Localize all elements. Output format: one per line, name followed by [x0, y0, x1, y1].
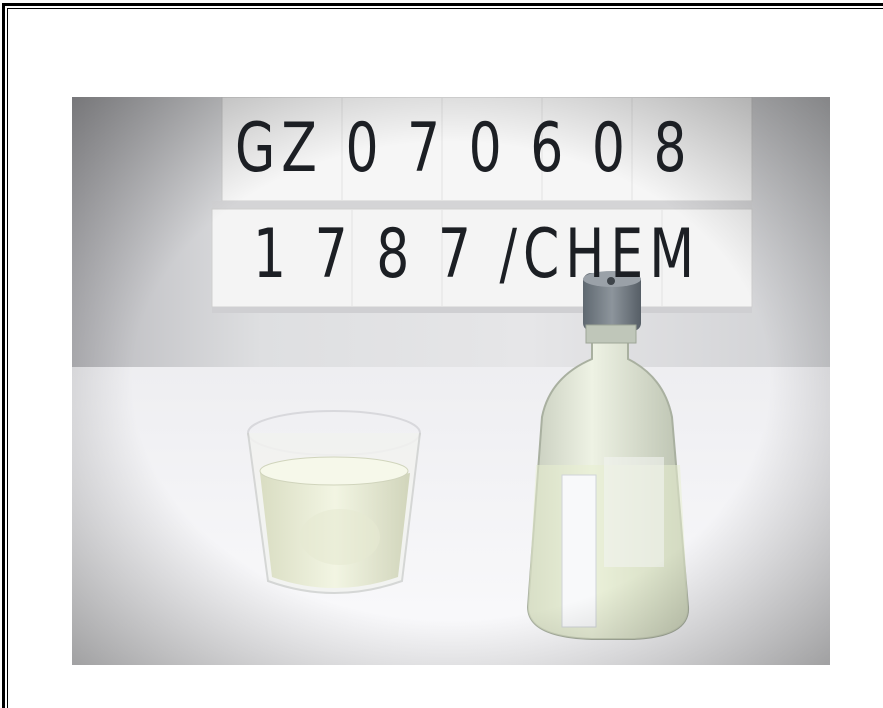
outer-border [2, 3, 883, 708]
inner-border [7, 8, 883, 708]
sign-top-line: GZ 0 7 0 6 0 8 [235, 109, 693, 188]
sign-bottom-line: 1 7 8 7 /CHEM [253, 215, 701, 294]
sample-photo: GZ 0 7 0 6 0 8 1 7 8 7 /CHEM [72, 97, 830, 665]
photo-scene [72, 97, 830, 665]
